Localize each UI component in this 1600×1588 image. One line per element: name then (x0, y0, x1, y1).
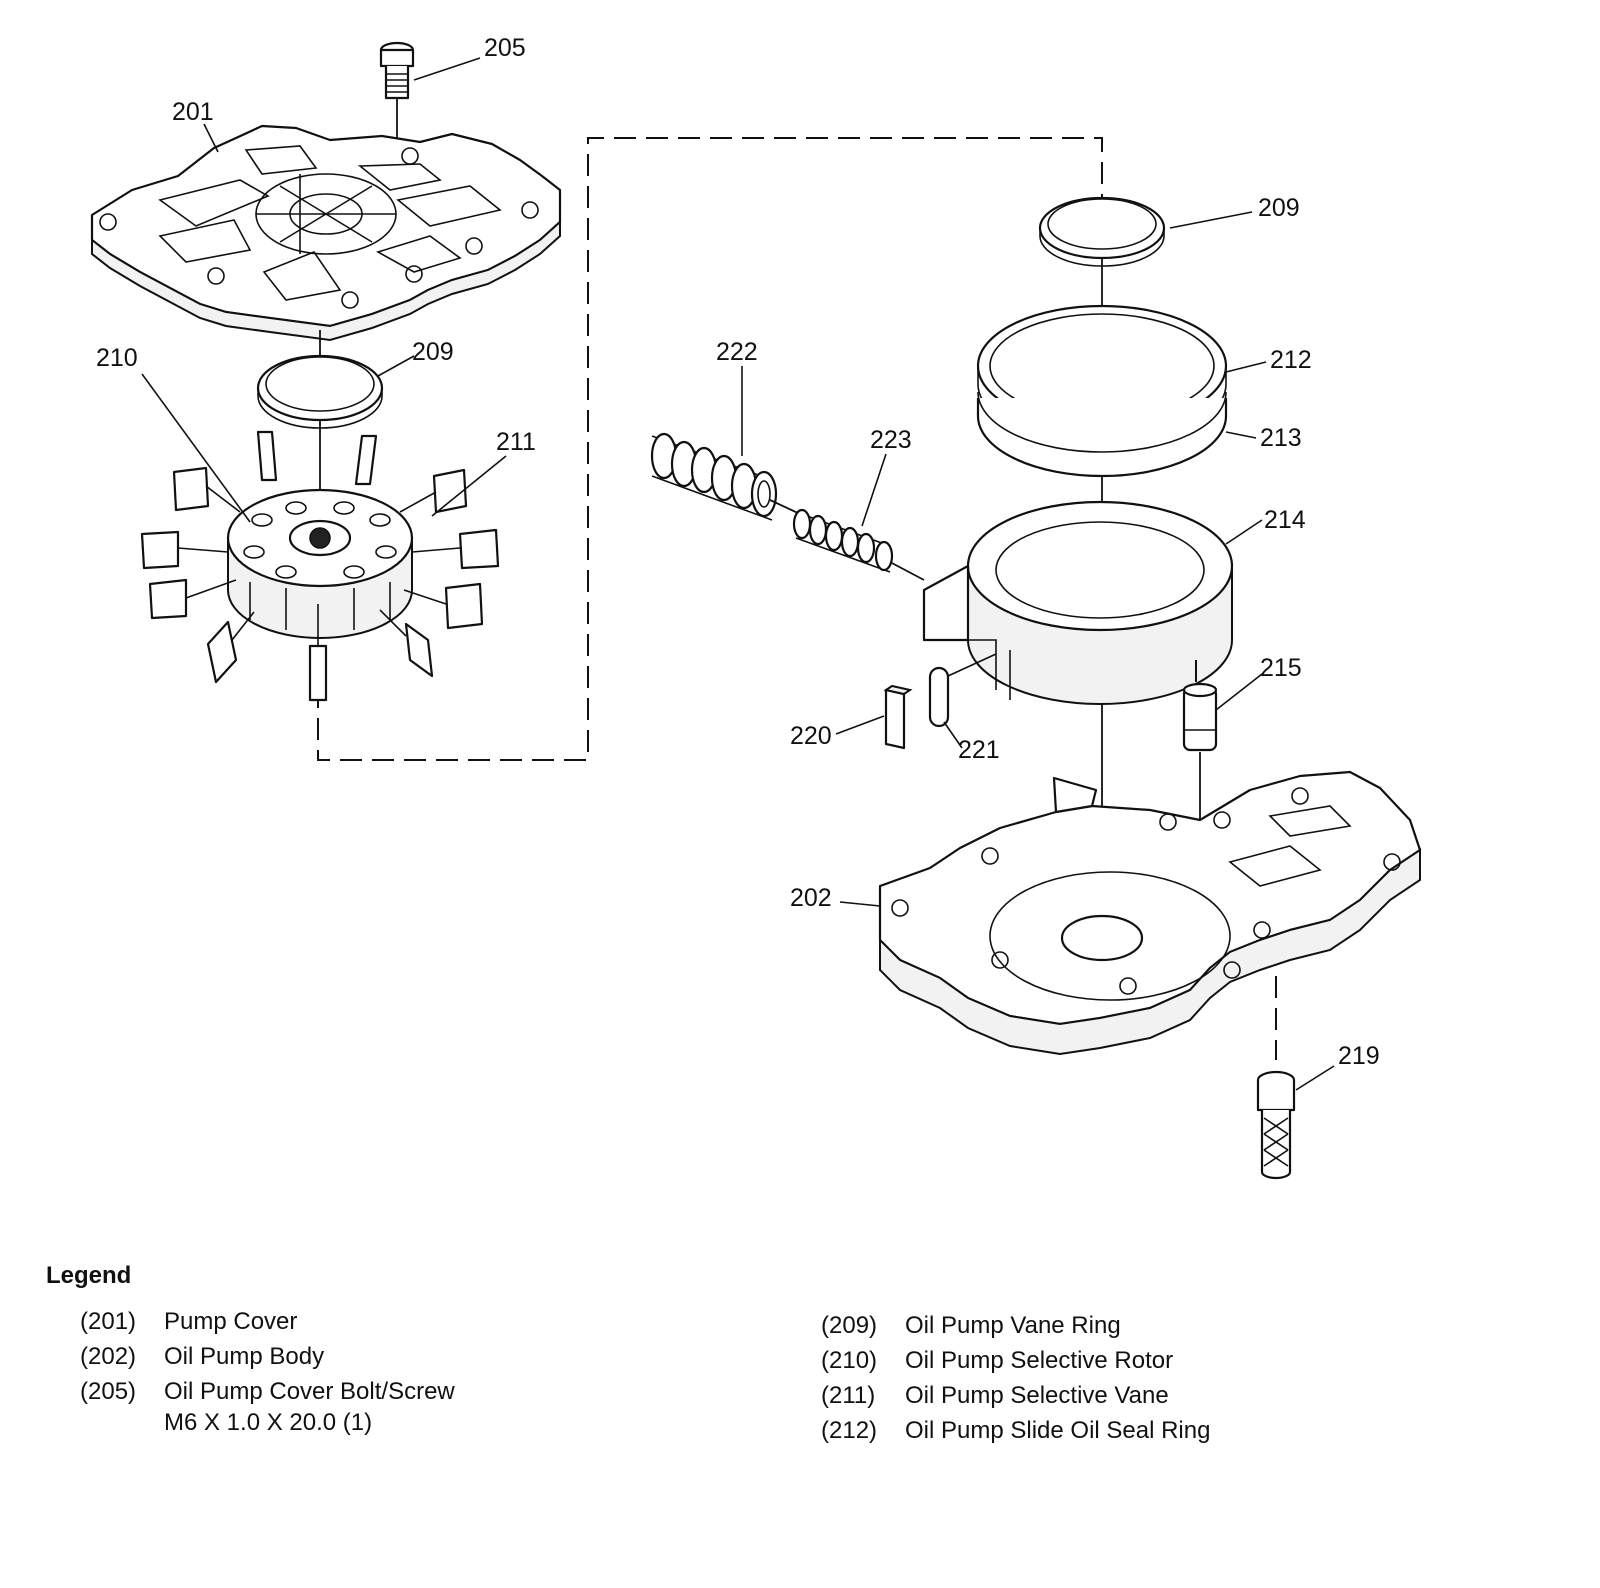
callout-211: 211 (496, 428, 536, 456)
callout-222: 222 (716, 338, 758, 366)
callout-223: 223 (870, 426, 912, 454)
callout-209-left: 209 (412, 338, 454, 366)
part-214-pump-slide (922, 500, 1234, 705)
part-220-seal (883, 684, 913, 750)
part-221-pin (928, 653, 997, 728)
part-215-pivot-pin (1182, 660, 1218, 880)
callout-201: 201 (172, 98, 214, 126)
legend-item-label: Oil Pump Slide Oil Seal Ring (905, 1417, 1211, 1444)
legend-item-number: (202) (80, 1343, 137, 1370)
part-209-vane-ring-right (1038, 196, 1166, 267)
legend-item-number: (205) (80, 1378, 137, 1405)
part-223-spring (792, 508, 925, 581)
routing-dash-line (317, 137, 1103, 761)
callout-210: 210 (96, 344, 138, 372)
legend-item-label: Oil Pump Cover Bolt/Screw (164, 1378, 455, 1405)
part-202-pump-body (878, 770, 1422, 1060)
callout-219: 219 (1338, 1042, 1380, 1070)
legend-item-spec: M6 X 1.0 X 20.0 (1) (164, 1409, 373, 1436)
callout-214: 214 (1264, 506, 1306, 534)
legend-title: Legend (46, 1262, 132, 1289)
legend-item-number: (210) (821, 1347, 878, 1374)
callout-220: 220 (790, 722, 832, 750)
legend-item-label: Oil Pump Body (164, 1343, 325, 1370)
part-209-vane-ring-left (256, 354, 384, 429)
legend-item-label: Oil Pump Selective Vane (905, 1382, 1169, 1409)
legend-item-label: Oil Pump Vane Ring (905, 1312, 1121, 1339)
part-201-pump-cover (90, 124, 562, 342)
part-205-bolt (379, 41, 415, 148)
callout-205: 205 (484, 34, 526, 62)
callout-221: 221 (958, 736, 1000, 764)
leader-lines (141, 57, 1335, 1091)
exploded-view-diagram: 205 201 210 209 211 209 222 223 212 213 … (90, 34, 1422, 1180)
callout-202: 202 (790, 884, 832, 912)
part-219-filter (1256, 1070, 1296, 1180)
callout-215: 215 (1260, 654, 1302, 682)
legend-item-number: (212) (821, 1417, 878, 1444)
legend: Legend (201) Pump Cover (202) Oil Pump B… (46, 1262, 1546, 1482)
legend-item-number: (201) (80, 1308, 137, 1335)
legend-item-number: (211) (821, 1382, 876, 1409)
callout-213: 213 (1260, 424, 1302, 452)
part-211-selective-vanes (140, 430, 500, 702)
part-212-213-seal-rings (976, 304, 1228, 478)
part-210-selective-rotor (226, 488, 414, 639)
legend-item-label: Oil Pump Selective Rotor (905, 1347, 1174, 1374)
callout-209-right: 209 (1258, 194, 1300, 222)
legend-item-label: Pump Cover (164, 1308, 298, 1335)
legend-item-number: (209) (821, 1312, 878, 1339)
part-222-spring (650, 432, 801, 521)
callout-212: 212 (1270, 346, 1312, 374)
